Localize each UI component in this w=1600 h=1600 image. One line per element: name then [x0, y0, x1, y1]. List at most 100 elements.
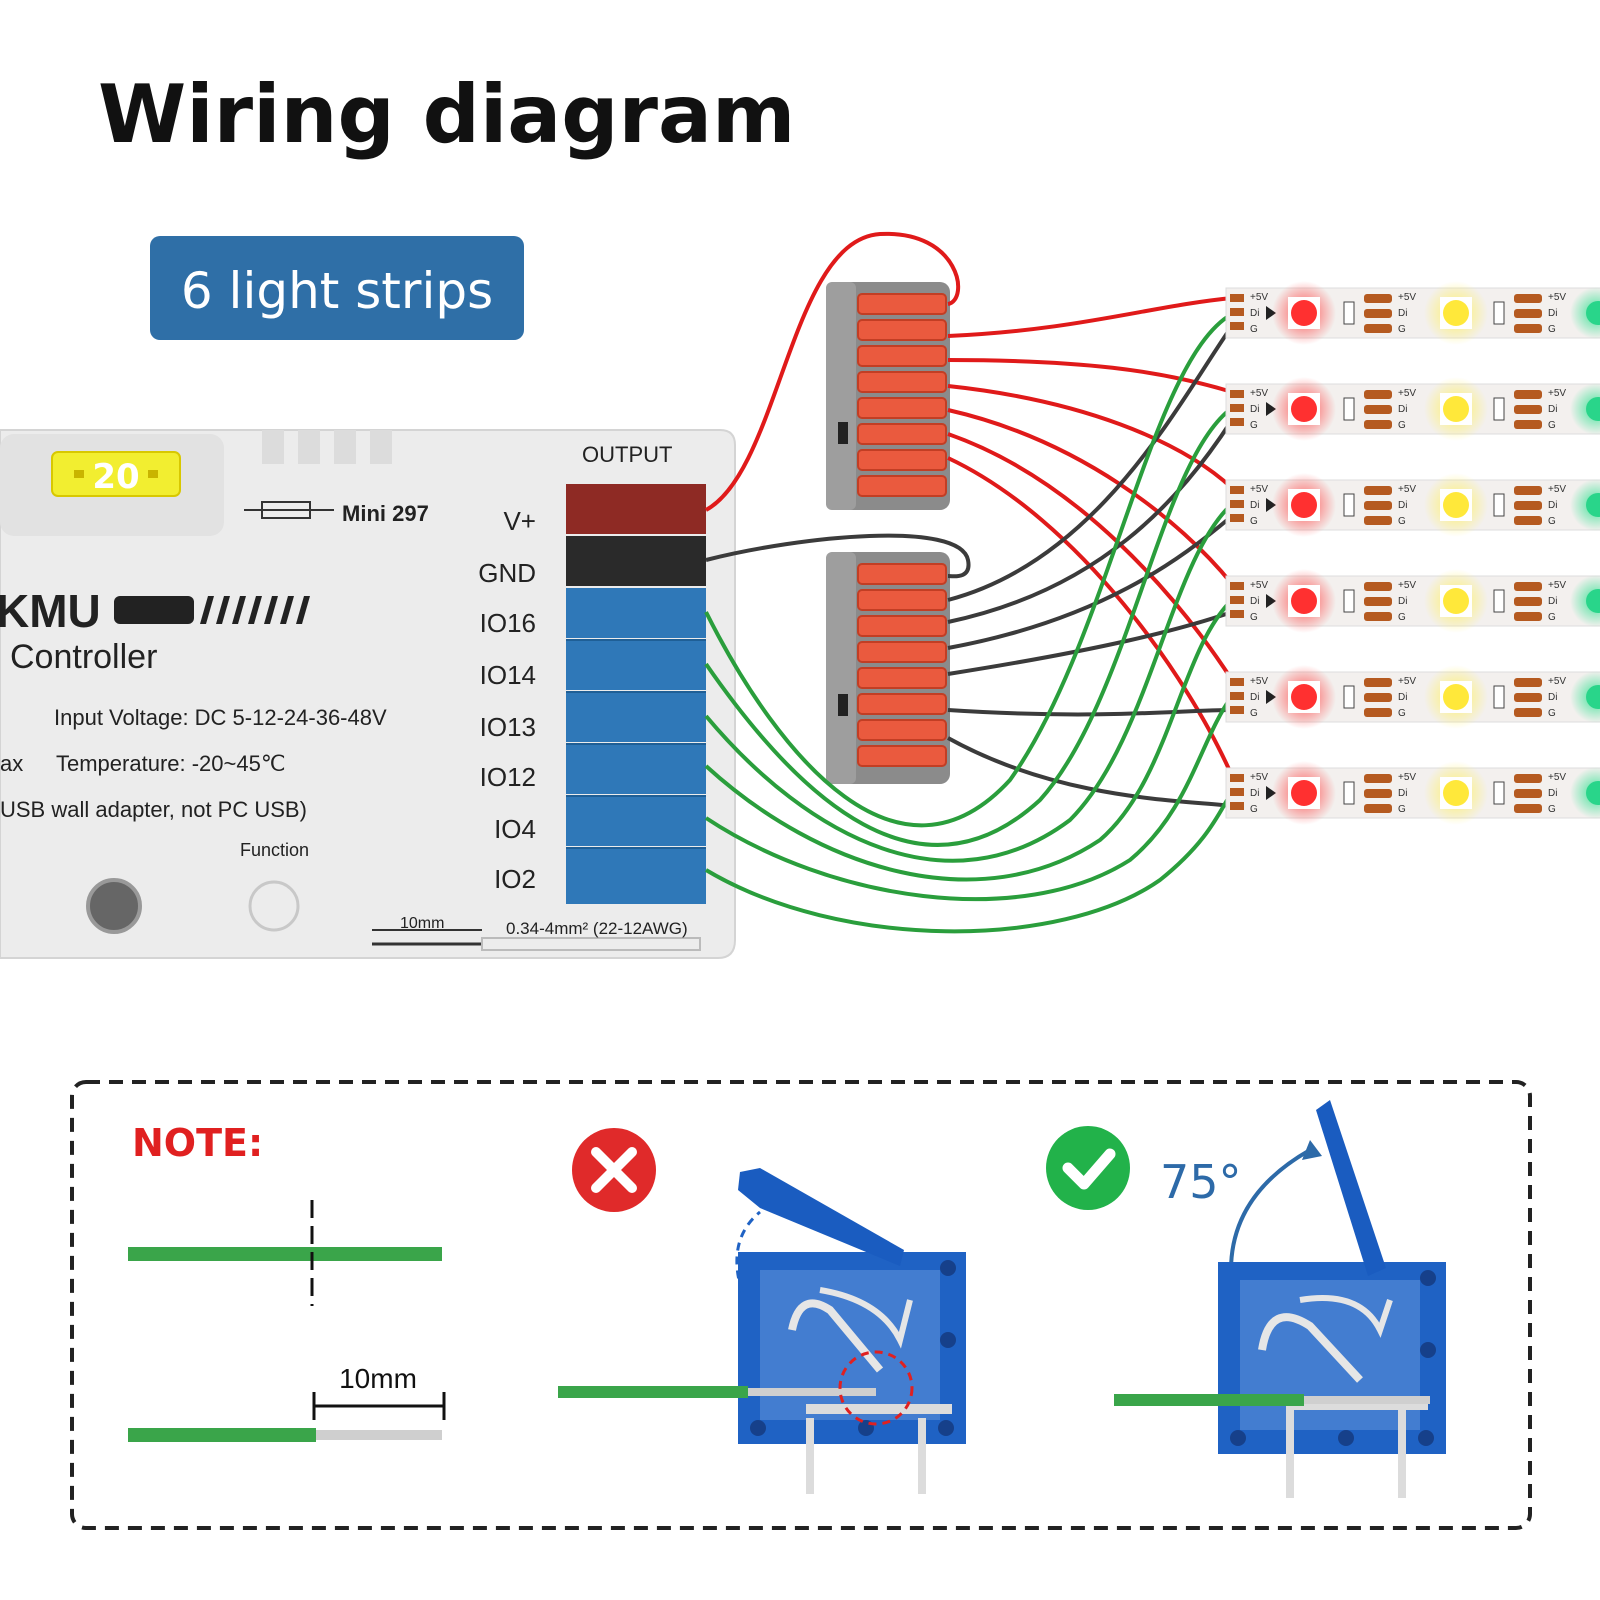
svg-text:+5V: +5V [1548, 772, 1566, 783]
svg-text:G: G [1398, 516, 1406, 527]
controller-device: 20 Mini 297 KMU Controller Input Voltage… [0, 429, 736, 959]
output-terminal-block [566, 484, 706, 904]
terminal-label-io14: IO14 [480, 660, 536, 690]
svg-text:+5V: +5V [1398, 580, 1416, 591]
svg-text:G: G [1398, 708, 1406, 719]
terminal-label-io2: IO2 [494, 864, 536, 894]
terminal-io2[interactable] [566, 848, 706, 904]
svg-text:Di: Di [1548, 788, 1557, 799]
svg-text:+5V: +5V [1250, 772, 1268, 783]
svg-text:+5V: +5V [1398, 772, 1416, 783]
svg-text:Di: Di [1548, 692, 1557, 703]
terminal-gnd[interactable] [566, 536, 706, 586]
svg-text:+5V: +5V [1398, 292, 1416, 303]
svg-text:G: G [1548, 420, 1556, 431]
svg-text:G: G [1548, 324, 1556, 335]
lever-connector-power [826, 282, 950, 510]
fuse-value: 20 [92, 457, 139, 497]
light-strip: +5V Di G +5V Di G +5V Di G [1225, 473, 1600, 537]
svg-text:Di: Di [1250, 692, 1259, 703]
svg-text:+5V: +5V [1250, 484, 1268, 495]
dimension-marker [312, 1392, 446, 1420]
stripped-wire-conductor [316, 1430, 442, 1440]
terminal-io4[interactable] [566, 796, 706, 846]
function-label: Function [240, 840, 309, 860]
spec-max-fragment: ax [0, 751, 23, 776]
svg-text:G: G [1250, 612, 1258, 623]
svg-text:Di: Di [1548, 404, 1557, 415]
light-strip: +5V Di G +5V Di G +5V Di G [1225, 281, 1600, 345]
svg-text:+5V: +5V [1548, 388, 1566, 399]
svg-text:+5V: +5V [1548, 292, 1566, 303]
green-led [1586, 397, 1600, 421]
angle-label: 75° [1160, 1155, 1242, 1209]
light-strip: +5V Di G +5V Di G +5V Di G [1225, 569, 1600, 633]
svg-text:Di: Di [1250, 404, 1259, 415]
svg-text:G: G [1250, 516, 1258, 527]
svg-text:+5V: +5V [1398, 676, 1416, 687]
svg-text:Di: Di [1548, 596, 1557, 607]
function-button[interactable] [86, 878, 142, 934]
svg-text:G: G [1250, 804, 1258, 815]
terminal-io12[interactable] [566, 744, 706, 794]
terminal-label-io12: IO12 [480, 762, 536, 792]
correct-icon [1046, 1126, 1130, 1210]
terminal-io16[interactable] [566, 588, 706, 638]
svg-text:Di: Di [1398, 500, 1407, 511]
terminal-labels: V+ GND IO16 IO14 IO13 IO12 IO4 IO2 [478, 506, 536, 894]
svg-text:+5V: +5V [1250, 676, 1268, 687]
svg-text:+5V: +5V [1548, 676, 1566, 687]
output-label: OUTPUT [582, 442, 672, 467]
note-title: NOTE: [132, 1121, 263, 1165]
green-led [1586, 301, 1600, 325]
green-led [1586, 685, 1600, 709]
svg-text:+5V: +5V [1548, 580, 1566, 591]
fuse-type: Mini 297 [342, 501, 429, 526]
green-led [1586, 781, 1600, 805]
svg-text:Di: Di [1548, 308, 1557, 319]
svg-text:Di: Di [1398, 308, 1407, 319]
svg-text:+5V: +5V [1398, 484, 1416, 495]
terminal-vplus[interactable] [566, 484, 706, 534]
svg-text:Di: Di [1250, 788, 1259, 799]
green-led [1586, 589, 1600, 613]
terminal-label-vplus: V+ [503, 506, 536, 536]
terminal-correct [1218, 1100, 1446, 1498]
terminal-io14[interactable] [566, 640, 706, 690]
svg-text:G: G [1250, 708, 1258, 719]
svg-text:+5V: +5V [1250, 388, 1268, 399]
badge-label: 6 light strips [181, 262, 493, 320]
svg-text:Di: Di [1250, 596, 1259, 607]
terminal-io13[interactable] [566, 692, 706, 742]
svg-text:Di: Di [1398, 692, 1407, 703]
svg-text:G: G [1398, 804, 1406, 815]
terminal-label-io16: IO16 [480, 608, 536, 638]
svg-text:G: G [1548, 516, 1556, 527]
svg-text:G: G [1548, 804, 1556, 815]
svg-text:G: G [1548, 708, 1556, 719]
spec-input-voltage: Input Voltage: DC 5-12-24-36-48V [54, 705, 387, 730]
function-led [248, 880, 300, 932]
svg-text:G: G [1250, 324, 1258, 335]
brand-name: KMU [0, 585, 101, 637]
uncut-wire [128, 1247, 442, 1261]
fuse-icon [51, 451, 181, 497]
svg-text:+5V: +5V [1548, 484, 1566, 495]
wire-gauge-label: 0.34-4mm² (22-12AWG) [506, 919, 688, 938]
strip-length-label: 10mm [400, 915, 444, 932]
terminal-label-gnd: GND [478, 558, 536, 588]
strip-length-note: 10mm [339, 1363, 417, 1394]
terminal-label-io4: IO4 [494, 814, 536, 844]
page-title: Wiring diagram [98, 68, 795, 161]
svg-text:Di: Di [1250, 500, 1259, 511]
light-strip: +5V Di G +5V Di G +5V Di G [1225, 377, 1600, 441]
svg-text:Di: Di [1398, 404, 1407, 415]
svg-text:+5V: +5V [1398, 388, 1416, 399]
stripped-wire-insulation [128, 1428, 316, 1442]
spec-usb-note: USB wall adapter, not PC USB) [0, 797, 307, 822]
note-panel: NOTE: 10mm 75° [70, 1080, 1532, 1530]
light-strip: +5V Di G +5V Di G +5V Di G [1225, 665, 1600, 729]
data-wires [704, 312, 1234, 934]
svg-text:G: G [1398, 324, 1406, 335]
svg-text:G: G [1398, 420, 1406, 431]
